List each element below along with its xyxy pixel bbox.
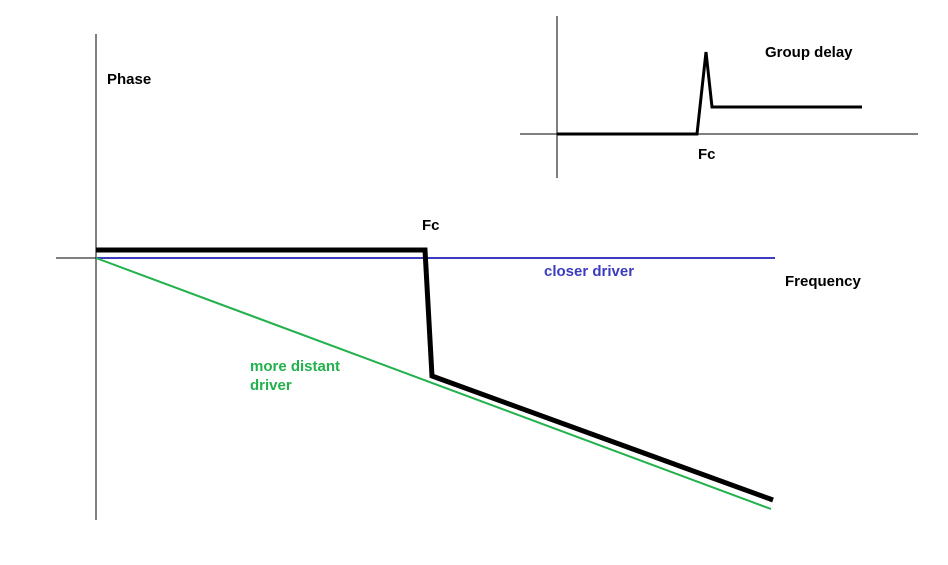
distant-driver-label-line2: driver (250, 377, 292, 394)
main-plot: Phase Frequency Fc closer driver more di… (56, 34, 862, 520)
group-delay-title: Group delay (765, 44, 853, 61)
closer-driver-label: closer driver (544, 263, 634, 280)
frequency-axis-label: Frequency (785, 273, 862, 290)
inset-plot: Group delay Fc (520, 16, 918, 178)
distant-driver-label-line1: more distant (250, 358, 340, 375)
group-delay-curve (557, 51, 862, 136)
distant-driver-line (95, 257, 772, 510)
phase-axis-label: Phase (107, 71, 151, 88)
inset-crossover-label: Fc (698, 146, 716, 163)
main-crossover-label: Fc (422, 217, 440, 234)
summed-phase-curve (96, 247, 774, 503)
